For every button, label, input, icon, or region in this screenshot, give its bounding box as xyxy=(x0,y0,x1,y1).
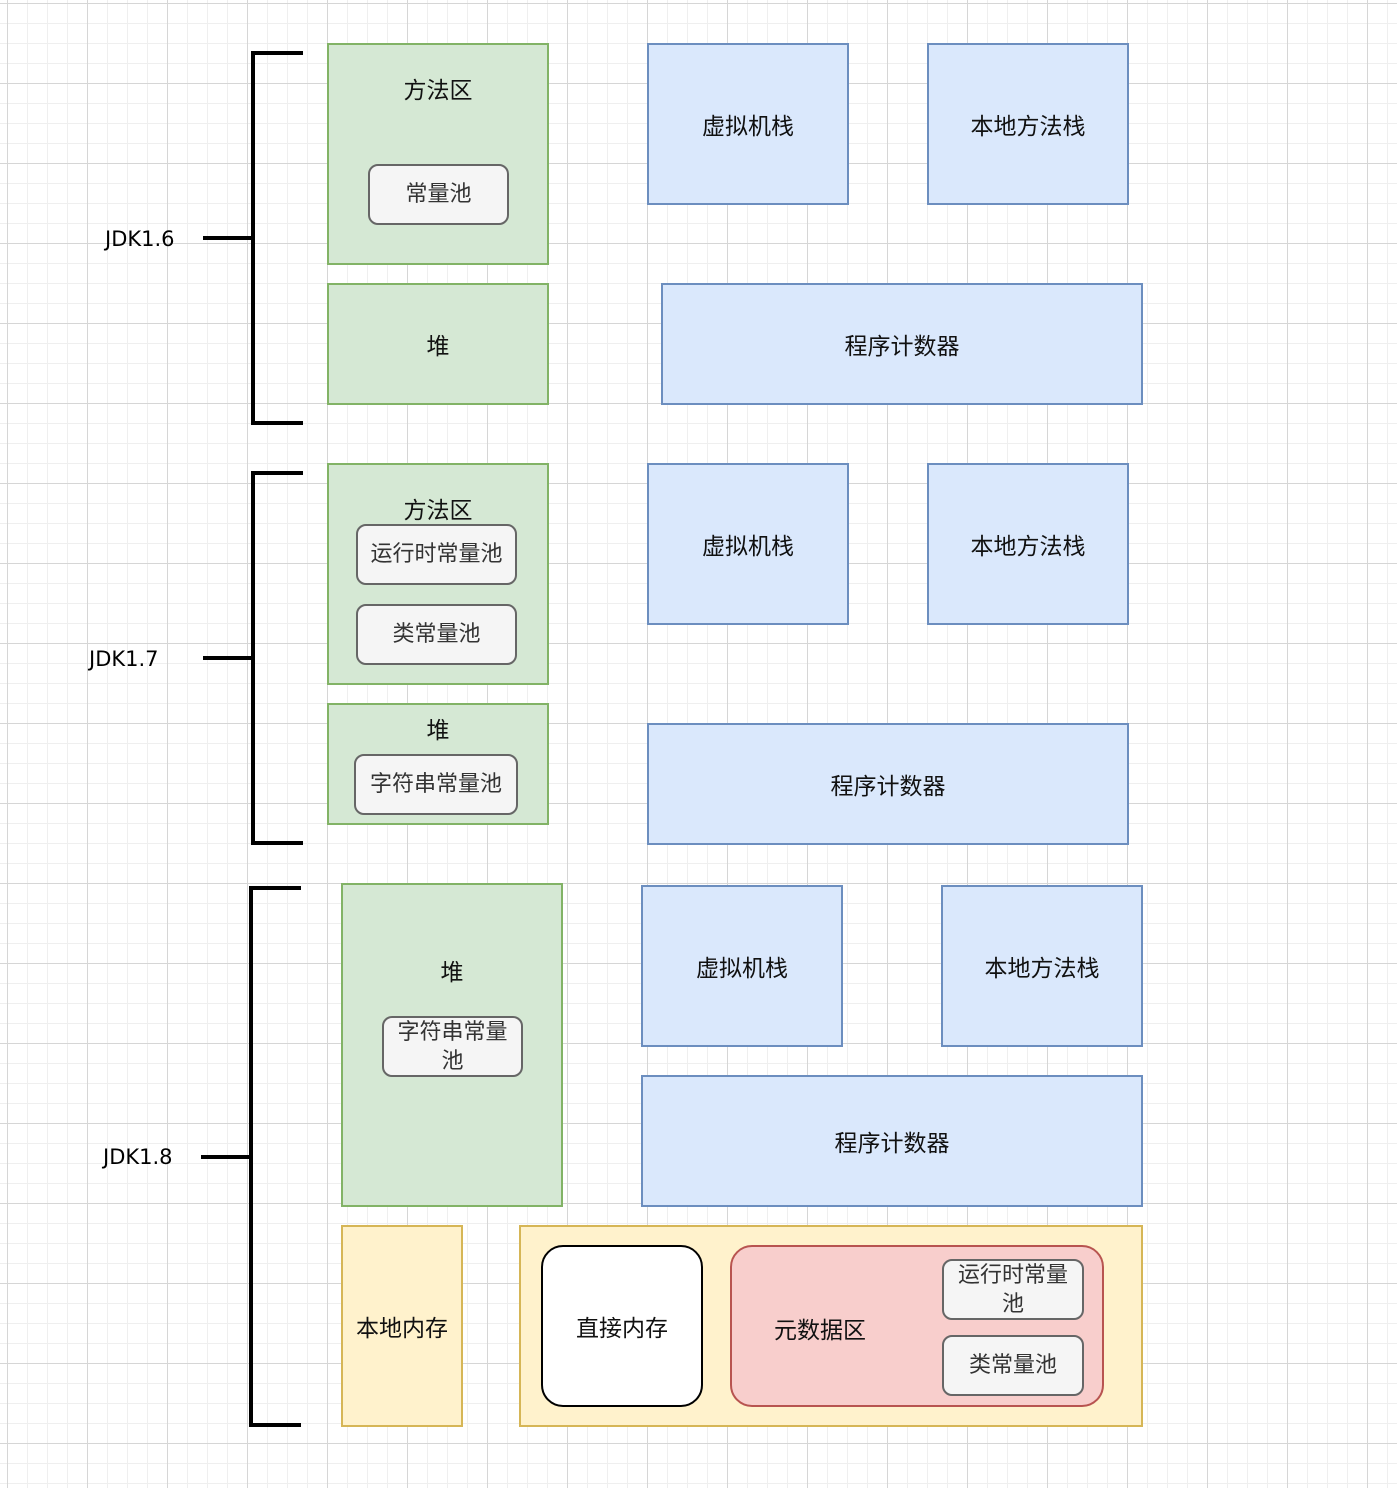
jdk16-method-area[interactable]: 方法区 常量池 xyxy=(327,43,549,265)
jdk17-bracket-bottom xyxy=(251,841,303,845)
jdk16-bracket-top xyxy=(251,51,303,55)
jdk18-heap[interactable]: 堆 字符串常量池 xyxy=(341,883,563,1207)
jdk17-label: JDK1.7 xyxy=(89,647,159,671)
jdk18-metaspace-title: 元数据区 xyxy=(774,1318,866,1344)
jdk16-bracket xyxy=(251,51,255,425)
jdk17-bracket-top xyxy=(251,471,303,475)
jdk17-class-constant-pool[interactable]: 类常量池 xyxy=(356,604,517,665)
jdk17-program-counter[interactable]: 程序计数器 xyxy=(647,723,1129,845)
jdk16-native-stack[interactable]: 本地方法栈 xyxy=(927,43,1129,205)
jdk18-metaspace[interactable]: 元数据区 运行时常量池 类常量池 xyxy=(730,1245,1104,1407)
jdk17-vm-stack[interactable]: 虚拟机栈 xyxy=(647,463,849,625)
jdk16-program-counter[interactable]: 程序计数器 xyxy=(661,283,1143,405)
jdk18-runtime-constant-pool[interactable]: 运行时常量池 xyxy=(942,1259,1084,1320)
jdk18-bracket-bottom xyxy=(249,1423,301,1427)
jdk16-bracket-bottom xyxy=(251,421,303,425)
jdk18-direct-memory[interactable]: 直接内存 xyxy=(541,1245,703,1407)
jdk18-vm-stack[interactable]: 虚拟机栈 xyxy=(641,885,843,1047)
jdk17-runtime-constant-pool[interactable]: 运行时常量池 xyxy=(356,524,517,585)
jdk18-native-memory[interactable]: 本地内存 xyxy=(341,1225,463,1427)
jdk17-heap[interactable]: 堆 字符串常量池 xyxy=(327,703,549,825)
jdk16-method-area-title: 方法区 xyxy=(403,78,473,104)
jdk16-bracket-tick xyxy=(203,236,253,240)
jdk16-vm-stack[interactable]: 虚拟机栈 xyxy=(647,43,849,205)
jdk18-string-constant-pool[interactable]: 字符串常量池 xyxy=(382,1016,523,1077)
jdk16-label: JDK1.6 xyxy=(105,227,175,251)
jdk18-bracket xyxy=(249,886,253,1427)
jdk18-heap-title: 堆 xyxy=(440,960,464,986)
jdk17-heap-title: 堆 xyxy=(426,718,450,744)
jdk18-program-counter[interactable]: 程序计数器 xyxy=(641,1075,1143,1207)
jdk18-native-stack[interactable]: 本地方法栈 xyxy=(941,885,1143,1047)
jdk17-string-constant-pool[interactable]: 字符串常量池 xyxy=(354,754,518,815)
jdk18-bracket-top xyxy=(249,886,301,890)
jdk17-native-stack[interactable]: 本地方法栈 xyxy=(927,463,1129,625)
jdk17-bracket-tick xyxy=(203,656,253,660)
jdk17-bracket xyxy=(251,471,255,845)
jdk18-native-memory-area[interactable]: 直接内存 元数据区 运行时常量池 类常量池 xyxy=(519,1225,1143,1427)
jdk18-class-constant-pool[interactable]: 类常量池 xyxy=(942,1335,1084,1396)
jdk17-method-area[interactable]: 方法区 运行时常量池 类常量池 xyxy=(327,463,549,685)
jdk17-method-area-title: 方法区 xyxy=(403,498,473,524)
jdk18-label: JDK1.8 xyxy=(103,1145,173,1169)
jdk18-bracket-tick xyxy=(201,1155,251,1159)
jdk16-heap[interactable]: 堆 xyxy=(327,283,549,405)
jdk16-constant-pool[interactable]: 常量池 xyxy=(368,164,509,225)
